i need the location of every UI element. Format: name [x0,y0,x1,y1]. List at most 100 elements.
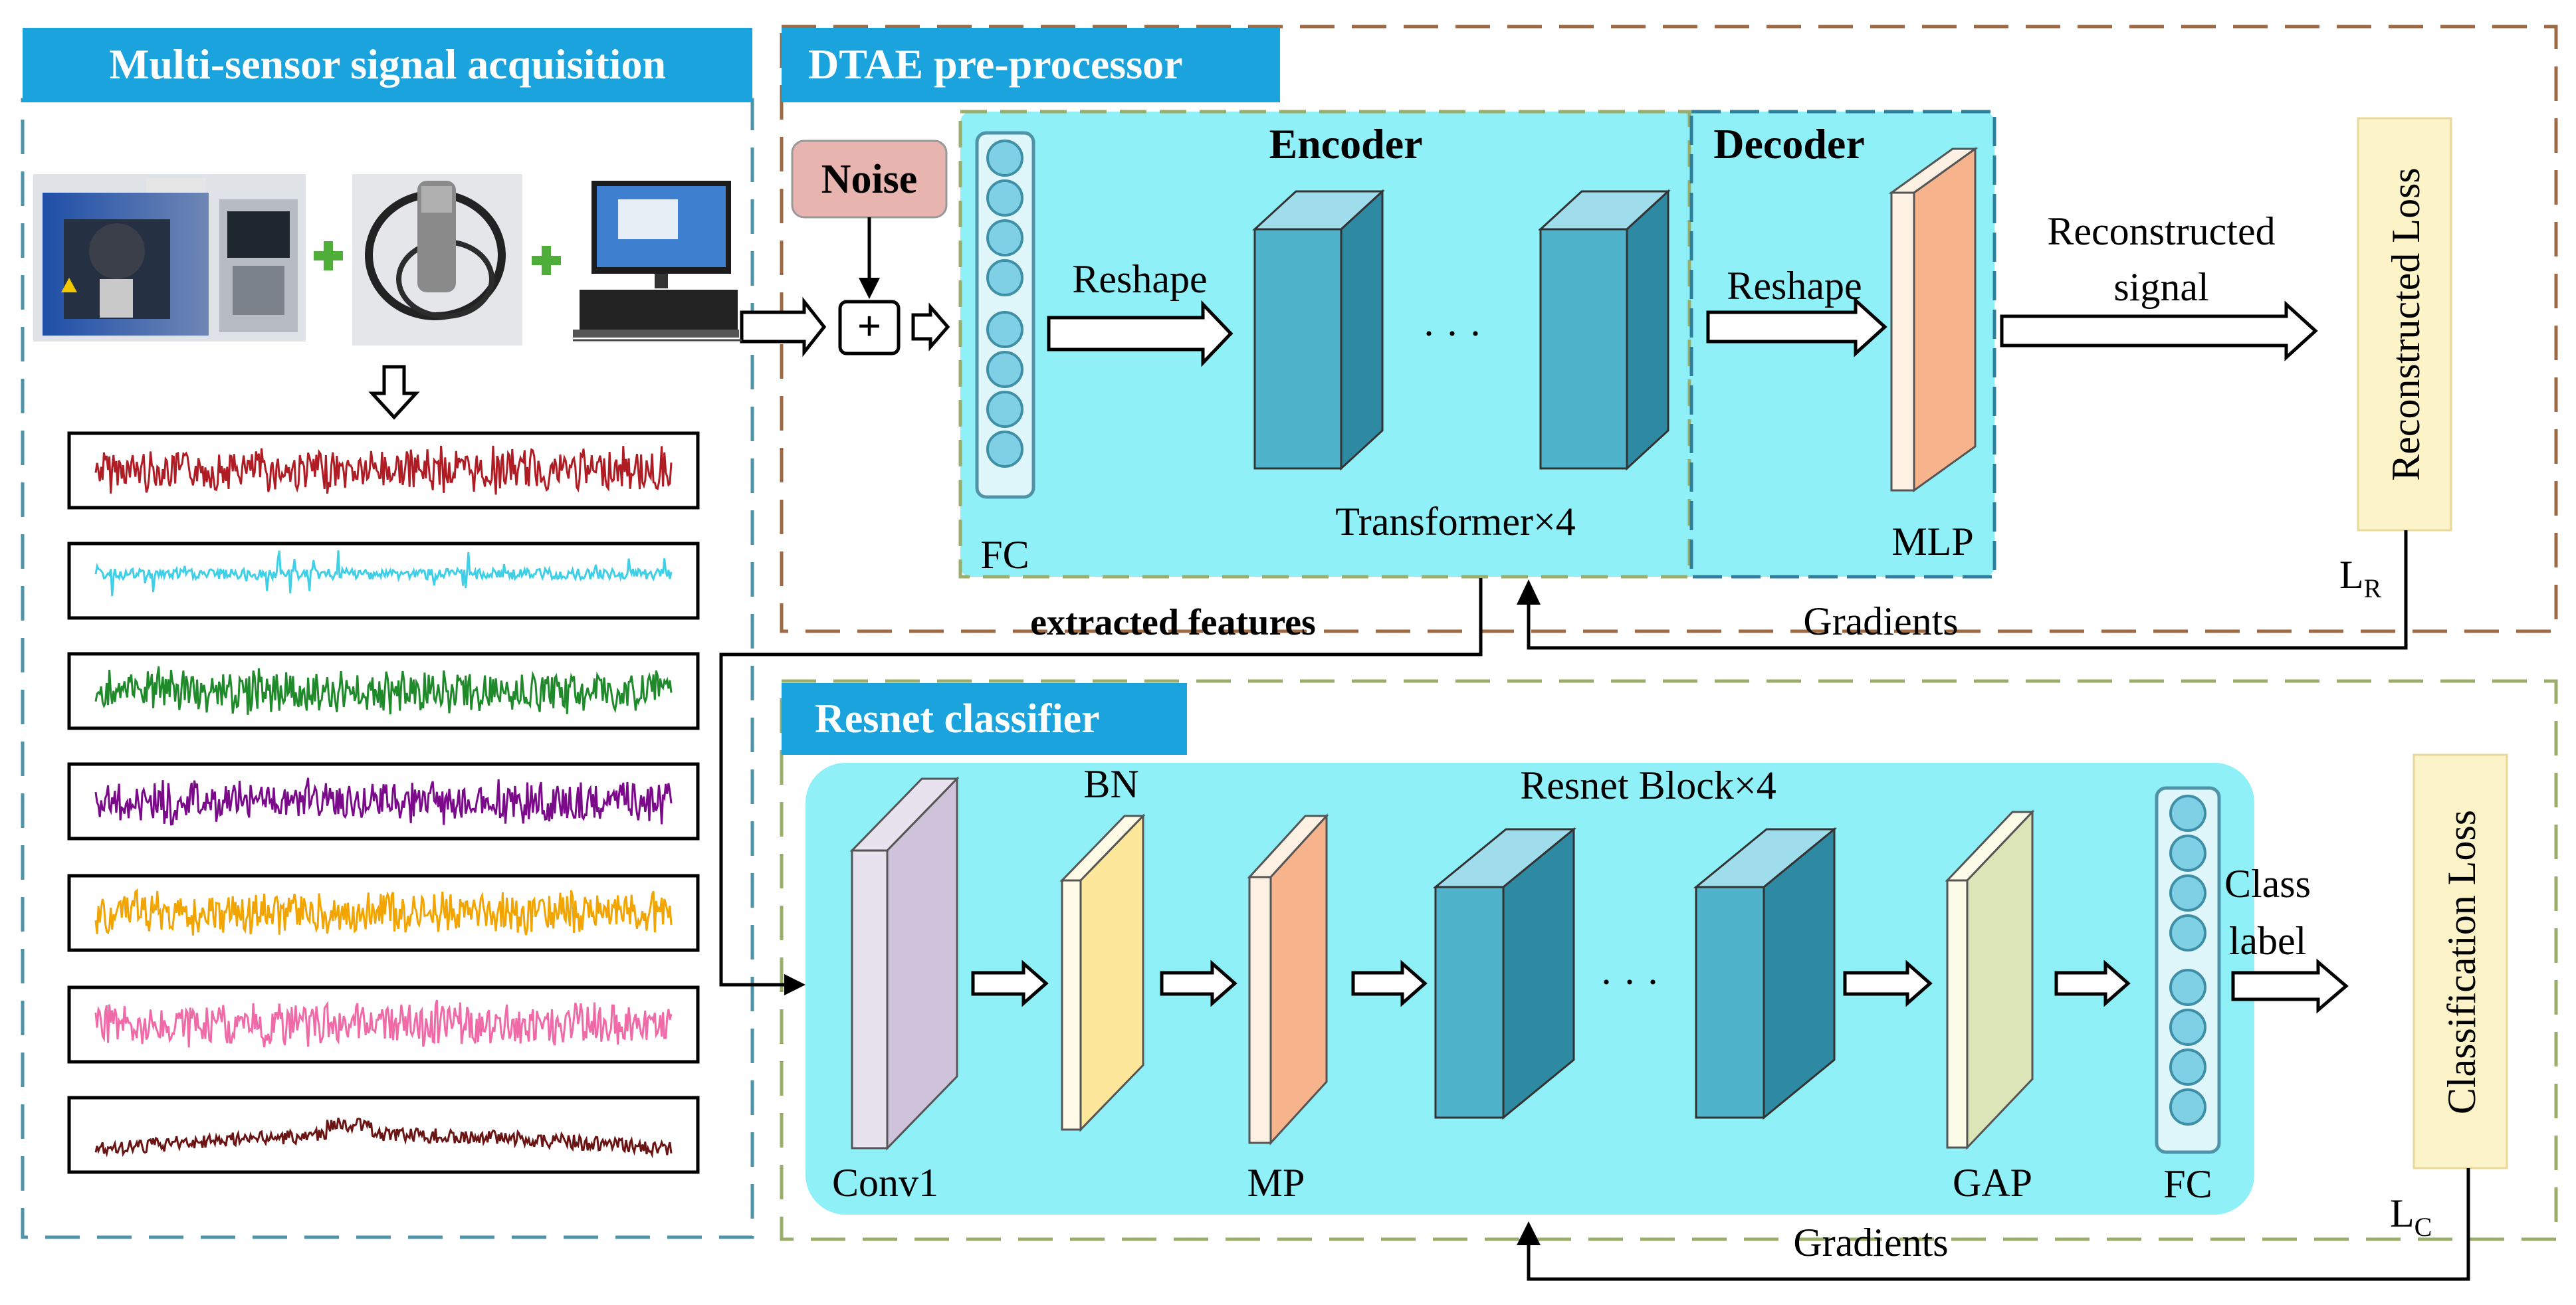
classifier-fc-node-2 [2169,835,2206,872]
encoder-frame [958,110,1691,579]
signal-trace-4 [94,777,673,826]
signal-list [67,431,700,1174]
extracted-features-arrowhead [784,974,805,995]
plus-icon-2 [532,246,561,275]
bn-label: BN [1083,762,1138,806]
signal-trace-5 [94,888,673,936]
signal-trace-1 [94,445,673,495]
dtae-panel [960,112,1994,577]
classifier-fc-node-4 [2169,914,2206,952]
encoder-fc-node-2 [986,179,1023,217]
decoder-title: Decoder [1713,120,1864,167]
resnet-block-label: Resnet Block×4 [1520,763,1776,807]
acquisition-label-box [23,28,752,102]
dtae-frame [780,25,2558,633]
encoder-fc-label: FC [980,533,1029,577]
mp-to-block-arrow [1351,959,1428,1007]
reconstruction-gradient-arrowhead [1517,579,1541,605]
add-noise-node [838,300,901,355]
conv1-to-bn-arrow [971,959,1049,1007]
classification-gradient-arrowhead [1517,1221,1541,1245]
encoder-title: Encoder [1269,120,1422,167]
resnet-gradients-label: Gradients [1793,1221,1948,1264]
transformer-block-n [1538,189,1671,471]
bn-layer [1059,813,1146,1132]
classifier-fc-node-1 [2169,795,2206,832]
encoder-fc-node-8 [986,431,1023,468]
dtae-label-box [782,28,1280,102]
resnet-block-1 [1432,827,1577,1120]
classification-loss-box [2413,753,2508,1169]
resnet-title: Resnet classifier [815,696,1100,742]
extracted-features-path [719,578,1483,987]
encoder-fc-nodes [986,140,1023,468]
reconstructed-label-line2: signal [2113,265,2208,309]
reshape-encoder-label: Reshape [1072,257,1207,301]
dtae-title: DTAE pre-processor [808,41,1183,88]
classifier-fc-nodes [2169,795,2206,1126]
down-arrow-icon [368,365,420,420]
mp-layer [1247,813,1329,1146]
reconstructed-label-line1: Reconstructed [2047,209,2275,253]
reshape-decoder-label: Reshape [1727,264,1862,308]
resnet-ellipsis: · · · [1600,960,1660,1004]
block-to-gap-arrow [1843,959,1933,1007]
signal-trace-6 [94,999,673,1048]
noise-arrowhead [859,278,880,299]
mlp-layer [1888,147,1979,492]
reshape-encoder-arrow [1047,300,1234,367]
signal-panel-2 [67,542,700,620]
signal-trace-7 [94,1117,673,1159]
reshape-decoder-arrow [1706,296,1887,357]
sensor-photo [352,174,522,346]
mlp-label: MLP [1891,520,1973,563]
computer-photo [572,174,739,342]
classifier-fc-node-6 [2169,1009,2206,1046]
noise-label: Noise [821,157,918,202]
lr-symbol: LR [2339,553,2382,603]
gap-layer [1945,809,2035,1150]
plus-icon-1 [314,241,343,270]
lc-symbol: LC [2390,1191,2432,1242]
encoder-fc-node-6 [986,351,1023,388]
dtae-gradients-label: Gradients [1803,599,1958,643]
resnet-frame [780,679,2558,1241]
gap-to-fc-arrow [2054,959,2131,1007]
encoder-fc-node-5 [986,311,1023,348]
classifier-fc-node-3 [2169,874,2206,912]
classifier-fc-node-7 [2169,1049,2206,1086]
classifier-fc-label: FC [2163,1162,2212,1206]
encoder-fc-node-3 [986,219,1023,256]
classification-loss-label: Classification Loss [2440,810,2484,1114]
transformer-ellipsis: · · · [1422,312,1482,355]
extracted-features-label: extracted features [1030,602,1316,643]
classification-gradient-path [1527,1168,2470,1281]
encoder-fc-node-1 [986,140,1023,177]
resnet-block-n [1693,827,1838,1120]
encoder-fc-node-4 [986,259,1023,296]
acquisition-title: Multi-sensor signal acquisition [109,41,666,88]
reconstructed-arrow [2000,300,2318,361]
classifier-fc-node-5 [2169,969,2206,1006]
transformer-block-1 [1252,189,1385,471]
classifier-fc-node-8 [2169,1088,2206,1126]
mp-label: MP [1247,1161,1305,1205]
add-noise-plus: + [857,302,881,350]
reconstructed-loss-label: Reconstructed Loss [2384,167,2428,481]
to-encoder-arrow [911,302,950,351]
resnet-label-box [782,683,1187,755]
class-label-arrow [2231,958,2349,1014]
gap-label: GAP [1953,1161,2032,1205]
signal-panel-7 [67,1096,700,1174]
conv1-label: Conv1 [832,1161,938,1205]
transformer-label: Transformer×4 [1335,500,1576,544]
class-label-line2: label [2229,919,2307,963]
conv1-layer [849,776,960,1151]
acquisition-output-arrow [573,296,827,357]
machine-tool-photo [33,174,306,342]
reconstruction-gradient-path [1527,530,2408,650]
class-label-line1: Class [2224,862,2311,906]
signal-trace-2 [94,550,673,597]
bn-to-mp-arrow [1160,959,1237,1007]
